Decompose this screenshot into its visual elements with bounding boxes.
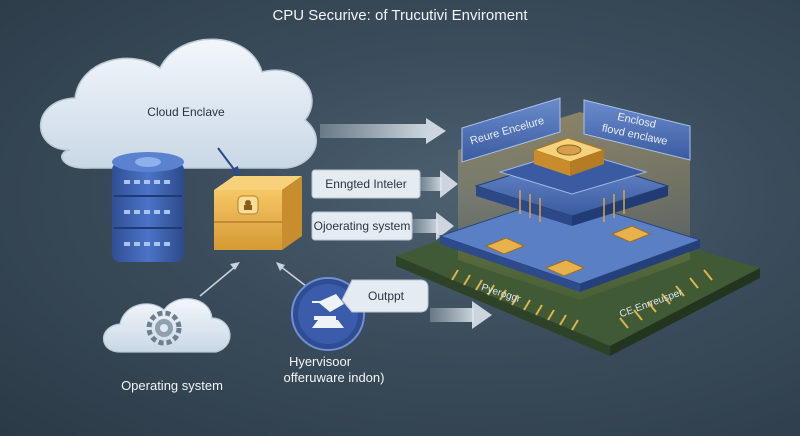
hypervisor-label-line2: offeruware indon) <box>284 370 385 385</box>
output-label: Outppt <box>368 289 405 303</box>
encrypted-inteler-box: Enngted Inteler <box>311 169 421 199</box>
output-label-box: Outppt <box>341 279 429 313</box>
arrow-to-processor-mid <box>420 170 458 198</box>
arrow-cloud-to-box <box>217 147 240 178</box>
database-icon <box>112 152 184 262</box>
processor-stack-icon <box>396 112 760 356</box>
hypervisor-label-line1: Hyervisoor <box>289 354 352 369</box>
enclosed-enclave-panel: Enclosd flovd enclawe <box>583 99 691 161</box>
encrypted-inteler-label: Enngted Inteler <box>325 177 406 191</box>
gear-cloud-icon <box>103 298 231 353</box>
operating-system-bottom-label: Operating system <box>121 378 223 393</box>
arrow-gear-to-box <box>199 262 240 297</box>
arrow-to-processor-low <box>412 212 454 240</box>
cloud-enclave-label: Cloud Enclave <box>147 105 225 119</box>
lock-box-icon <box>214 176 302 250</box>
arrow-to-processor-bottom <box>430 301 492 329</box>
arrow-hypervisor-to-box <box>276 262 307 287</box>
cloud-enclave: Cloud Enclave <box>39 38 318 169</box>
arrow-to-processor-top <box>320 118 446 144</box>
operating-system-mid-label: Ojoerating system <box>314 219 411 233</box>
diagram-title: CPU Securive: of Trucutivi Enviroment <box>272 7 528 24</box>
operating-system-mid-box: Ojoerating system <box>311 211 413 241</box>
